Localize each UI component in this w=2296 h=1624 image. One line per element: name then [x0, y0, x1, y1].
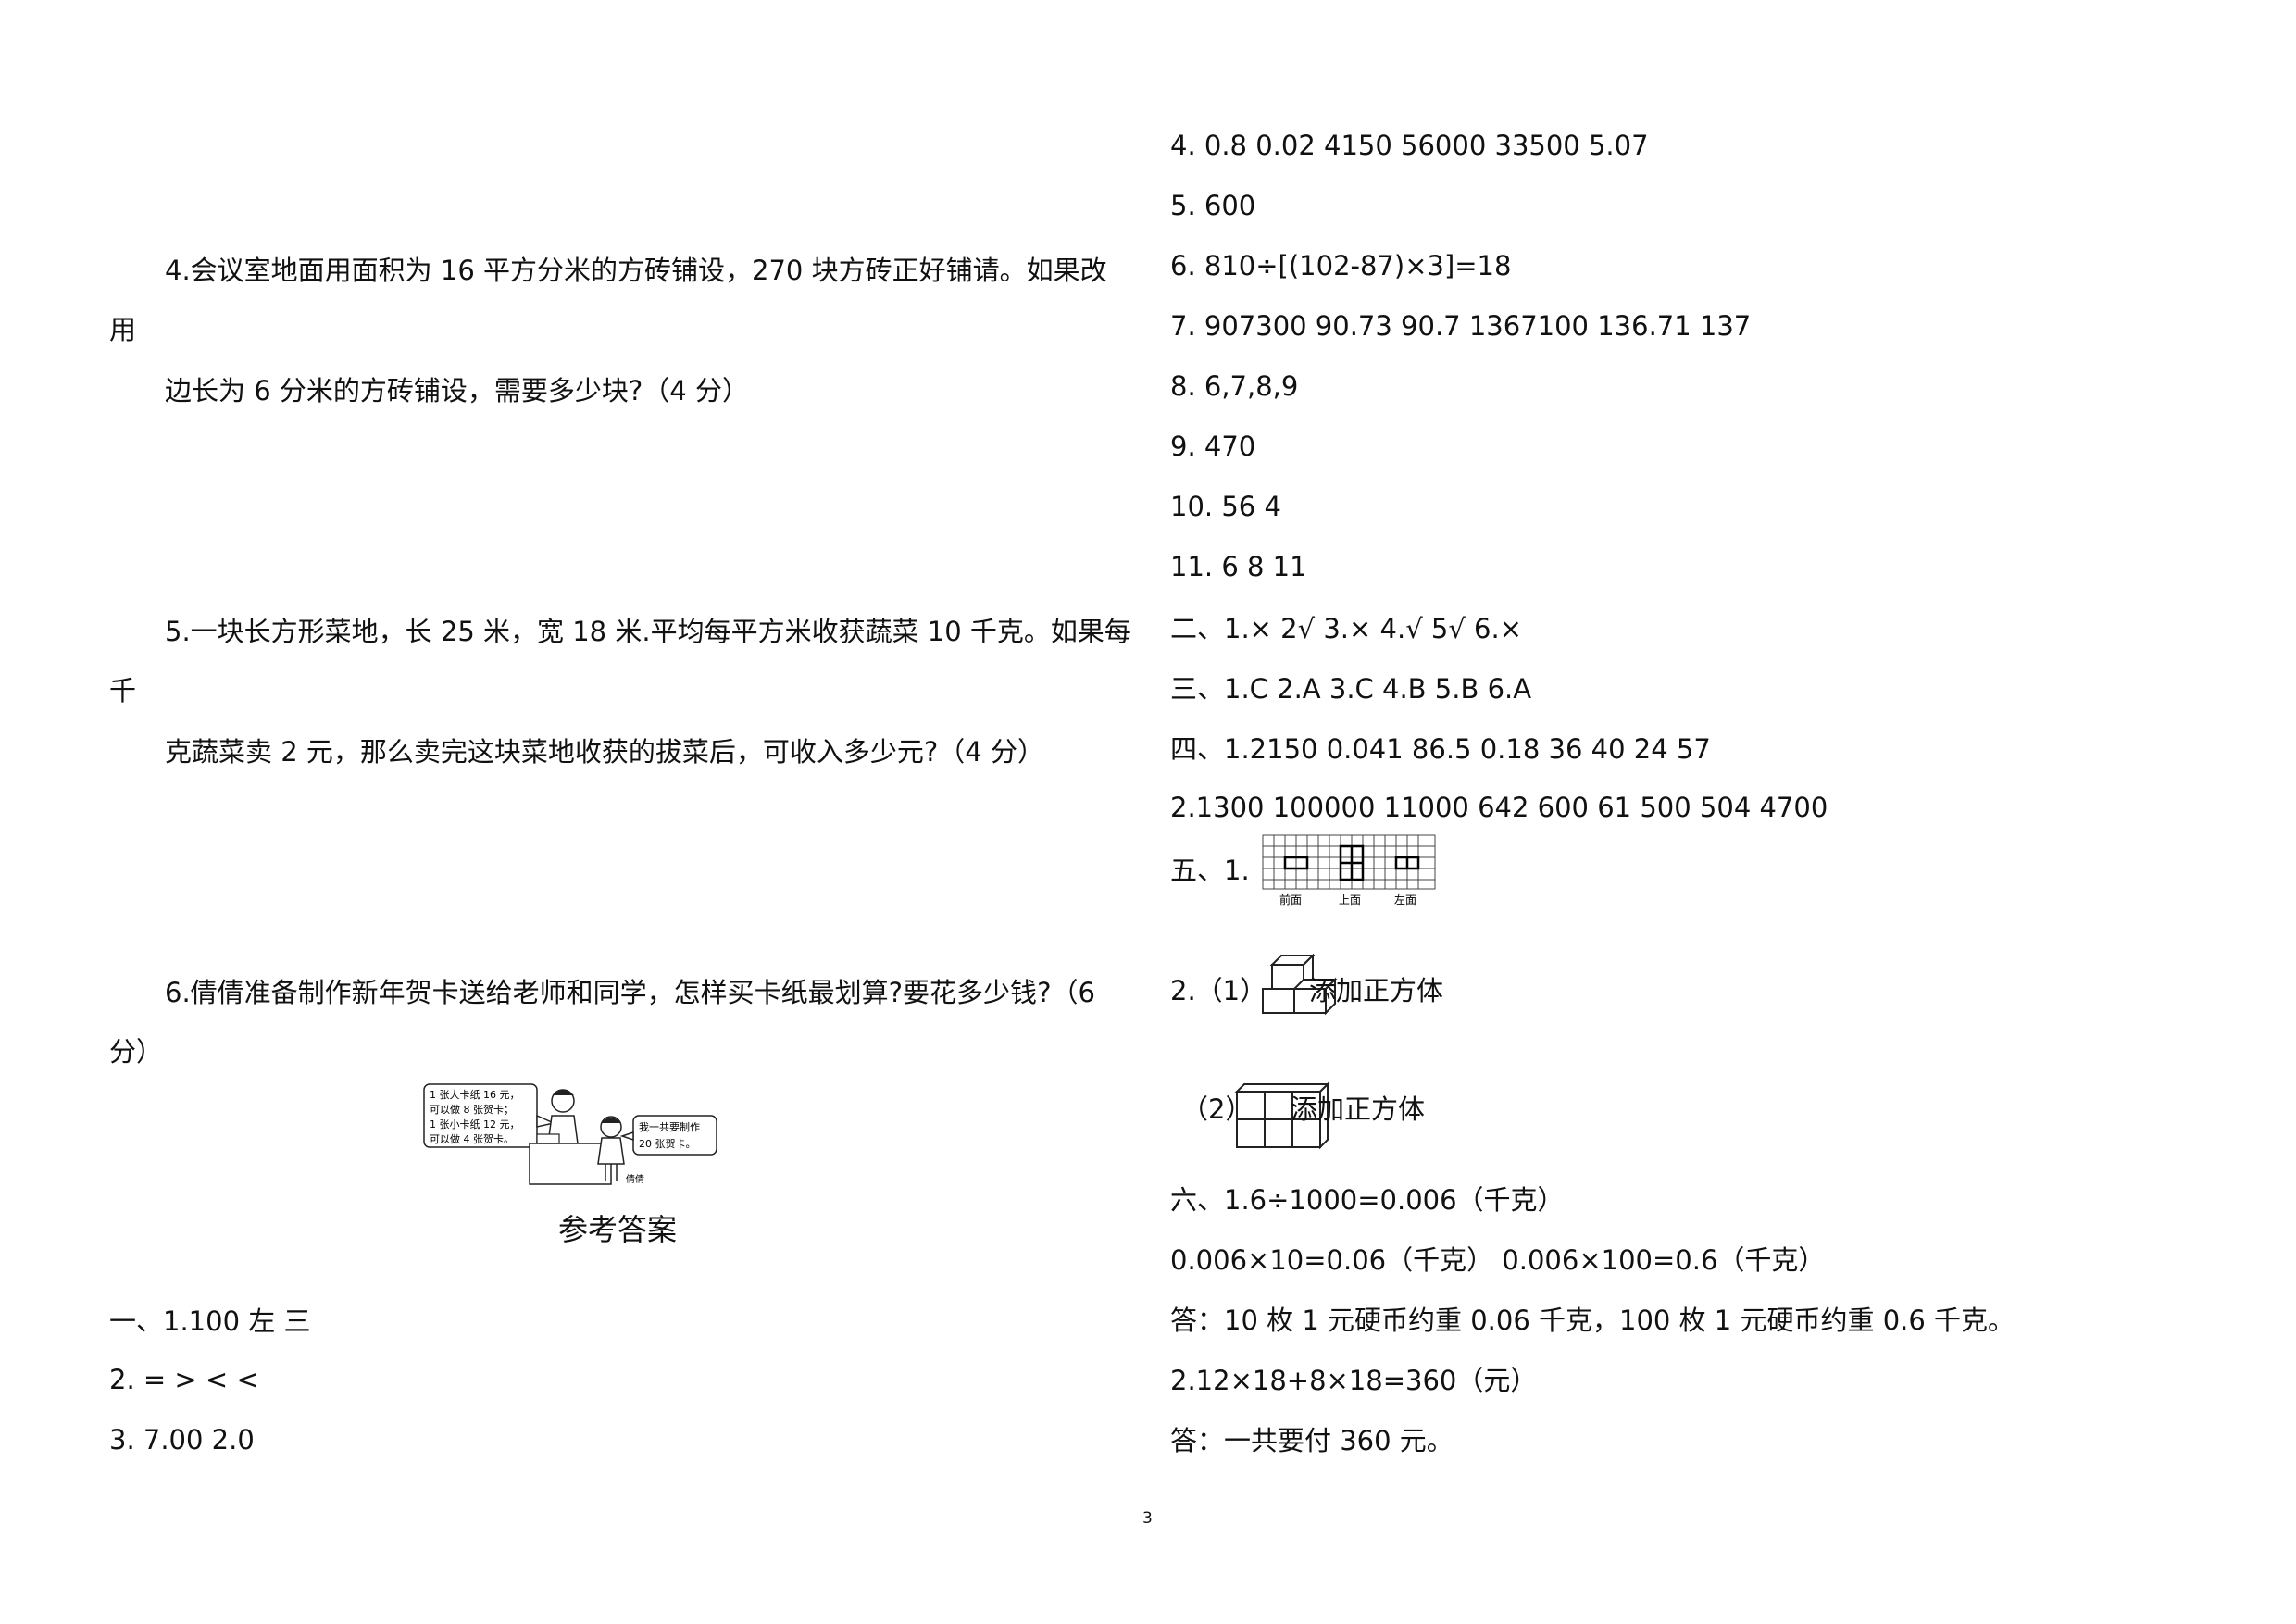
answer-r11: 11. 6 8 11 — [1170, 551, 1307, 582]
q4-line1: 4.会议室地面用面积为 16 平方分米的方砖铺设，270 块方砖正好铺请。如果改 — [165, 255, 1107, 286]
q4-line2: 用 — [109, 314, 137, 345]
answer-r5: 5. 600 — [1170, 190, 1256, 221]
answer-3: 3. 7.00 2.0 — [109, 1424, 255, 1455]
bubble1-line2: 可以做 8 张贺卡； — [430, 1103, 514, 1116]
answer-r4: 4. 0.8 0.02 4150 56000 33500 5.07 — [1170, 130, 1649, 161]
three-views-figure: 前面 上面 左面 — [1262, 834, 1436, 906]
answer-r10: 10. 56 4 — [1170, 491, 1281, 522]
answer-section-4b: 2.1300 100000 11000 642 600 61 500 504 4… — [1170, 792, 1828, 823]
answer-section-5-2b-text: 添加正方体 — [1291, 1093, 1426, 1125]
answer-section-5-2a-prefix: 2.（1） — [1170, 975, 1267, 1006]
q5-line3: 克蔬菜卖 2 元，那么卖完这块菜地收获的拔菜后，可收入多少元?（4 分） — [165, 736, 1044, 768]
bubble1-line1: 1 张大卡纸 16 元， — [430, 1088, 520, 1101]
greeting-card-illustration: 1 张大卡纸 16 元， 可以做 8 张贺卡； 1 张小卡纸 12 元， 可以做… — [417, 1079, 722, 1190]
q4-line3: 边长为 6 分米的方砖铺设，需要多少块?（4 分） — [165, 375, 749, 406]
bubble1-line3: 1 张小卡纸 12 元， — [430, 1118, 520, 1131]
answer-1: 一、1.100 左 三 — [109, 1305, 311, 1337]
girl-name-label: 倩倩 — [626, 1173, 644, 1185]
answer-section-6e: 答：一共要付 360 元。 — [1170, 1425, 1454, 1456]
bubble2-line1: 我一共要制作 — [639, 1121, 700, 1133]
answer-section-5-prefix: 五、1. — [1170, 855, 1250, 886]
answer-section-6c: 答：10 枚 1 元硬币约重 0.06 千克，100 枚 1 元硬币约重 0.6… — [1170, 1305, 2015, 1336]
answer-2: 2. = > < < — [109, 1364, 259, 1395]
view-label-left: 左面 — [1394, 893, 1416, 906]
q6-line1: 6.倩倩准备制作新年贺卡送给老师和同学，怎样买卡纸最划算?要花多少钱?（6 — [165, 977, 1095, 1008]
answers-title: 参考答案 — [558, 1212, 678, 1247]
cube-stack-figure-1 — [1262, 953, 1338, 1016]
answer-r6: 6. 810÷[(102-87)×3]=18 — [1170, 250, 1512, 281]
answer-r9: 9. 470 — [1170, 431, 1256, 462]
cube-stack-figure-2 — [1234, 1081, 1330, 1150]
answer-section-6a: 六、1.6÷1000=0.006（千克） — [1170, 1184, 1565, 1216]
page-number: 3 — [1142, 1509, 1153, 1528]
answer-section-2: 二、1.× 2√ 3.× 4.√ 5√ 6.× — [1170, 613, 1523, 644]
view-label-top: 上面 — [1339, 893, 1361, 906]
bubble2-line2: 20 张贺卡。 — [639, 1138, 696, 1150]
q5-line2: 千 — [109, 675, 137, 706]
answer-r7: 7. 907300 90.73 90.7 1367100 136.71 137 — [1170, 310, 1752, 342]
q6-line2: 分） — [109, 1036, 164, 1068]
bubble1-line4: 可以做 4 张贺卡。 — [430, 1132, 514, 1145]
view-label-front: 前面 — [1279, 893, 1302, 906]
answer-section-6d: 2.12×18+8×18=360（元） — [1170, 1365, 1538, 1396]
answer-section-3: 三、1.C 2.A 3.C 4.B 5.B 6.A — [1170, 673, 1532, 705]
answer-r8: 8. 6,7,8,9 — [1170, 370, 1299, 402]
answer-section-5-2a-text: 添加正方体 — [1309, 975, 1444, 1006]
q5-line1: 5.一块长方形菜地，长 25 米，宽 18 米.平均每平方米收获蔬菜 10 千克… — [165, 616, 1131, 647]
answer-section-4a: 四、1.2150 0.041 86.5 0.18 36 40 24 57 — [1170, 733, 1711, 765]
answer-section-6b: 0.006×10=0.06（千克） 0.006×100=0.6（千克） — [1170, 1244, 1826, 1276]
